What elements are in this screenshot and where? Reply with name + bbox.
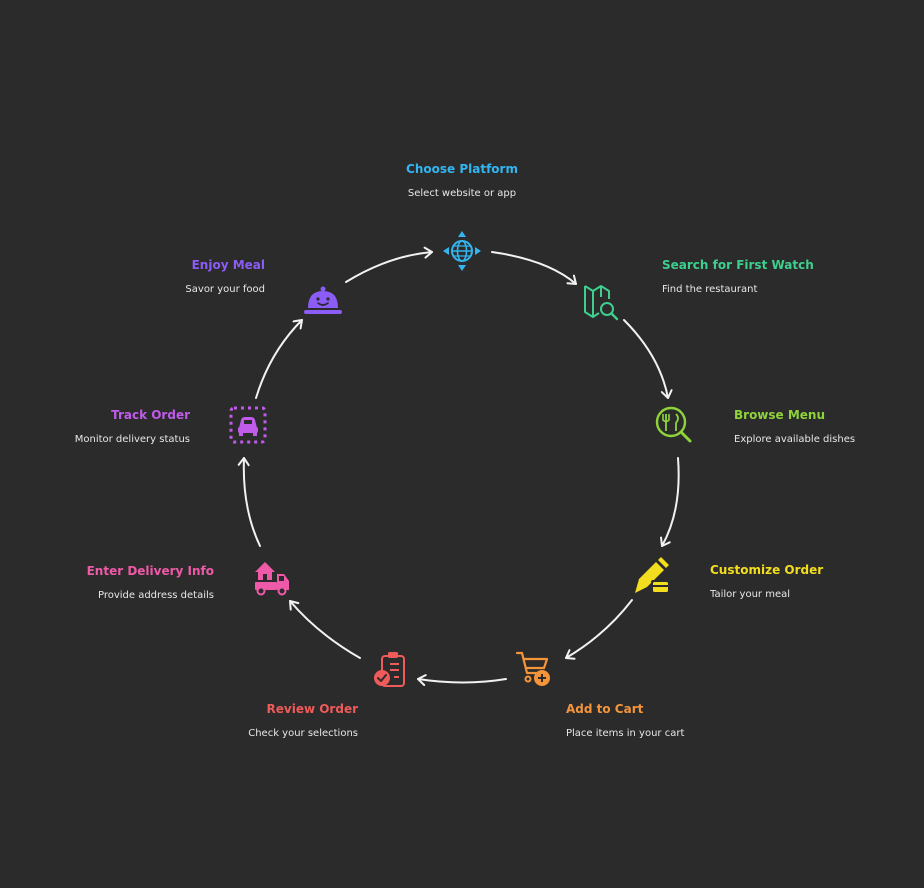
- step-description: Provide address details: [98, 590, 214, 601]
- step-title: Customize Order: [710, 563, 823, 577]
- step-track-order: Track Order Monitor delivery status: [75, 406, 267, 445]
- map-search-icon: [584, 285, 619, 321]
- step-enter-delivery-info: Enter Delivery Info Provide address deta…: [87, 562, 289, 601]
- step-description: Savor your food: [185, 284, 265, 295]
- step-enjoy-meal: Enjoy Meal Savor your food: [185, 258, 342, 314]
- step-title: Enter Delivery Info: [87, 564, 214, 578]
- step-title: Search for First Watch: [662, 258, 814, 272]
- arrow-platform-to-search: [491, 251, 577, 285]
- arrow-browse-to-customize: [660, 457, 680, 547]
- cycle-arrows: [237, 246, 680, 686]
- cart-add-icon: [515, 651, 550, 686]
- delivery-truck-icon: [255, 562, 289, 596]
- step-review-order: Review Order Check your selections: [248, 652, 405, 739]
- step-description: Monitor delivery status: [75, 434, 190, 445]
- step-description: Find the restaurant: [662, 284, 757, 295]
- step-description: Select website or app: [408, 188, 516, 199]
- car-tracking-icon: [229, 406, 267, 444]
- step-search-restaurant: Search for First Watch Find the restaura…: [584, 258, 814, 321]
- step-title: Review Order: [267, 702, 359, 716]
- food-cloche-icon: [304, 286, 342, 314]
- step-description: Tailor your meal: [709, 589, 790, 600]
- arrow-track-to-enjoy: [255, 319, 303, 399]
- step-description: Check your selections: [248, 728, 358, 739]
- arrow-enjoy-to-platform: [345, 246, 433, 283]
- menu-search-icon: [655, 406, 692, 443]
- step-title: Add to Cart: [566, 702, 644, 716]
- arrow-delivery-to-track: [237, 457, 261, 547]
- step-browse-menu: Browse Menu Explore available dishes: [655, 406, 855, 445]
- arrow-cart-to-review: [417, 674, 507, 686]
- arrow-review-to-delivery: [289, 600, 361, 659]
- step-title: Track Order: [111, 408, 190, 422]
- globe-icon: [443, 231, 481, 271]
- step-choose-platform: Choose Platform Select website or app: [406, 162, 518, 271]
- clipboard-check-icon: [374, 652, 405, 687]
- step-title: Browse Menu: [734, 408, 825, 422]
- arrow-customize-to-cart: [565, 599, 633, 660]
- edit-card-icon: [635, 557, 669, 593]
- step-title: Choose Platform: [406, 162, 518, 176]
- step-description: Explore available dishes: [734, 434, 855, 445]
- step-description: Place items in your cart: [566, 728, 684, 739]
- step-add-to-cart: Add to Cart Place items in your cart: [515, 651, 684, 739]
- arrow-search-to-browse: [623, 319, 673, 399]
- step-customize-order: Customize Order Tailor your meal: [635, 557, 823, 600]
- step-title: Enjoy Meal: [192, 258, 265, 272]
